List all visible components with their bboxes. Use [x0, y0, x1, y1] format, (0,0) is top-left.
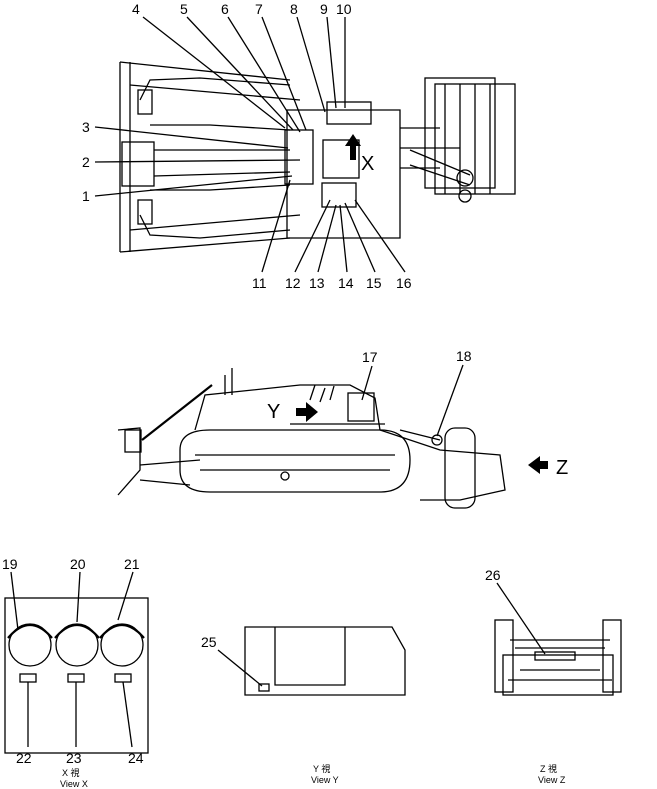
view-x-caption-jp: X 視: [62, 767, 80, 778]
callout-7: 7: [255, 1, 263, 17]
marker-y: Y: [267, 401, 280, 423]
callout-14: 14: [338, 275, 354, 291]
callout-21: 21: [124, 556, 140, 572]
callout-3: 3: [82, 119, 90, 135]
callout-2: 2: [82, 154, 90, 170]
callout-6: 6: [221, 1, 229, 17]
callout-9: 9: [320, 1, 328, 17]
callout-8: 8: [290, 1, 298, 17]
top-view: [119, 61, 516, 253]
side-view: [117, 368, 548, 509]
callout-24: 24: [128, 750, 144, 766]
callout-18: 18: [456, 348, 472, 364]
callout-23: 23: [66, 750, 82, 766]
callout-20: 20: [70, 556, 86, 572]
leader-lines: [10, 16, 546, 748]
callout-17: 17: [362, 349, 378, 365]
callout-16: 16: [396, 275, 412, 291]
callout-4: 4: [132, 1, 140, 17]
callout-11: 11: [252, 275, 267, 291]
view-z-caption-jp: Z 視: [540, 763, 557, 774]
view-y-caption-jp: Y 視: [313, 763, 330, 774]
callout-13: 13: [309, 275, 325, 291]
callout-labels: 4 5 6 7 8 9 10 3 2 1 11 12 13 14 15 16 1…: [2, 1, 501, 766]
callout-10: 10: [336, 1, 352, 17]
callout-1: 1: [82, 188, 90, 204]
callout-15: 15: [366, 275, 382, 291]
view-x-caption-en: View X: [60, 779, 88, 789]
view-y-caption-en: View Y: [311, 775, 339, 785]
callout-12: 12: [285, 275, 301, 291]
callout-26: 26: [485, 567, 501, 583]
callout-25: 25: [201, 634, 217, 650]
view-z-panel: [494, 619, 622, 696]
marker-x: X: [361, 153, 374, 175]
callout-19: 19: [2, 556, 18, 572]
marker-z: Z: [556, 457, 568, 479]
callout-5: 5: [180, 1, 188, 17]
view-z-caption-en: View Z: [538, 775, 566, 785]
callout-22: 22: [16, 750, 32, 766]
view-y-panel: [244, 626, 406, 696]
